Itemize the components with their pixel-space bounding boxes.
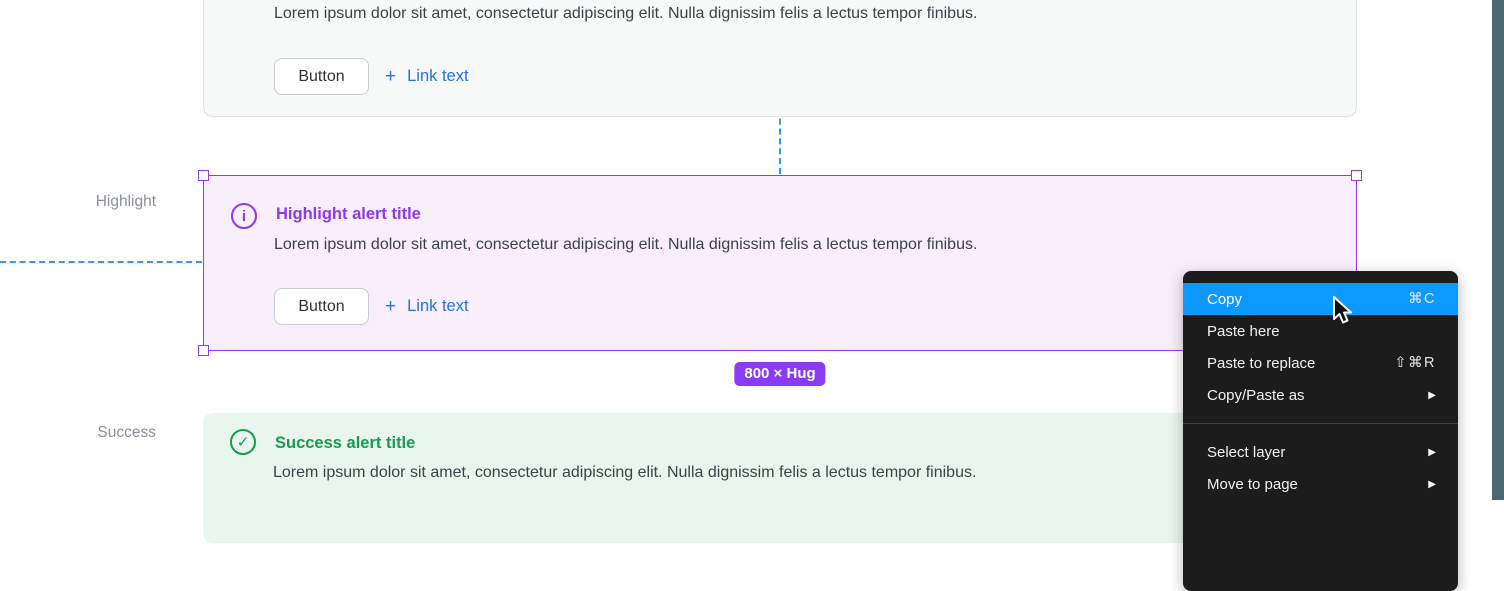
menu-item-select-layer[interactable]: Select layer ▶ bbox=[1183, 436, 1458, 468]
horizontal-center-guide-line bbox=[0, 261, 202, 263]
selection-handle-top-right[interactable] bbox=[1351, 170, 1362, 181]
alert-title: Success alert title bbox=[275, 434, 416, 452]
menu-item-shortcut: ⌘C bbox=[1408, 291, 1436, 307]
menu-item-label: Move to page bbox=[1207, 475, 1298, 493]
alert-link[interactable]: + Link text bbox=[385, 288, 469, 325]
plus-icon: + bbox=[385, 65, 397, 87]
menu-separator bbox=[1183, 423, 1458, 424]
default-alert-card[interactable]: Lorem ipsum dolor sit amet, consectetur … bbox=[203, 0, 1357, 117]
alert-button-label: Button bbox=[298, 297, 345, 315]
highlight-alert-card[interactable]: i Highlight alert title Lorem ipsum dolo… bbox=[198, 170, 1362, 356]
alert-body-text: Lorem ipsum dolor sit amet, consectetur … bbox=[273, 464, 977, 481]
alert-link[interactable]: + Link text bbox=[385, 58, 469, 95]
alert-title: Highlight alert title bbox=[276, 205, 421, 223]
alert-link-label: Link text bbox=[407, 297, 469, 315]
menu-item-copy[interactable]: Copy ⌘C bbox=[1183, 283, 1458, 315]
menu-item-paste-to-replace[interactable]: Paste to replace ⇧⌘R bbox=[1183, 347, 1458, 379]
selection-size-badge: 800 × Hug bbox=[734, 362, 826, 386]
menu-item-label: Paste here bbox=[1207, 322, 1280, 340]
menu-item-label: Select layer bbox=[1207, 443, 1286, 461]
menu-item-label: Copy/Paste as bbox=[1207, 386, 1305, 404]
adjacent-window-strip bbox=[1492, 0, 1504, 500]
plus-icon: + bbox=[385, 295, 397, 317]
submenu-arrow-icon: ▶ bbox=[1428, 389, 1436, 401]
alert-button[interactable]: Button bbox=[274, 58, 369, 95]
info-icon: i bbox=[231, 203, 257, 229]
alert-button[interactable]: Button bbox=[274, 288, 369, 325]
menu-item-paste-here[interactable]: Paste here bbox=[1183, 315, 1458, 347]
menu-item-copy-paste-as[interactable]: Copy/Paste as ▶ bbox=[1183, 379, 1458, 411]
selection-handle-bottom-left[interactable] bbox=[198, 345, 209, 356]
alert-link-label: Link text bbox=[407, 67, 469, 85]
alert-body-text: Lorem ipsum dolor sit amet, consectetur … bbox=[274, 236, 978, 253]
success-variant-label: Success bbox=[97, 424, 156, 441]
selection-handle-top-left[interactable] bbox=[198, 170, 209, 181]
check-circle-icon: ✓ bbox=[230, 429, 256, 455]
menu-item-move-to-page[interactable]: Move to page ▶ bbox=[1183, 468, 1458, 500]
menu-item-label: Paste to replace bbox=[1207, 354, 1316, 372]
menu-item-shortcut: ⇧⌘R bbox=[1394, 355, 1436, 371]
menu-item-label: Copy bbox=[1207, 290, 1243, 308]
alert-body-text: Lorem ipsum dolor sit amet, consectetur … bbox=[274, 5, 978, 22]
context-menu: Copy ⌘C Paste here Paste to replace ⇧⌘R … bbox=[1183, 271, 1458, 591]
alert-button-label: Button bbox=[298, 67, 345, 85]
cursor-icon bbox=[1333, 296, 1352, 324]
highlight-variant-label: Highlight bbox=[95, 193, 156, 210]
submenu-arrow-icon: ▶ bbox=[1428, 446, 1436, 458]
submenu-arrow-icon: ▶ bbox=[1428, 478, 1436, 490]
